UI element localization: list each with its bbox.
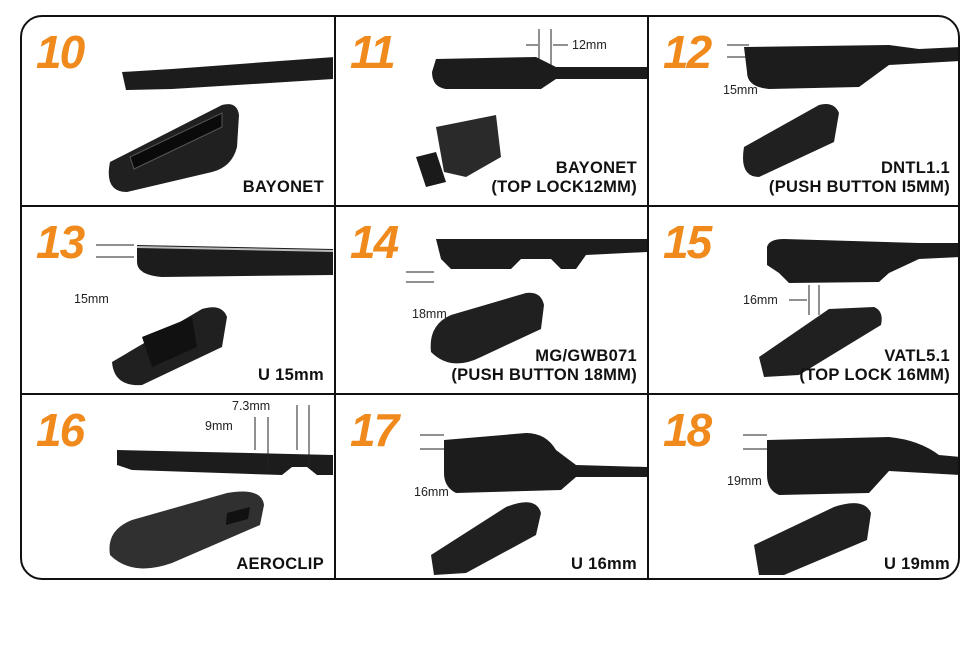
item-number: 14 xyxy=(350,216,399,268)
wiper-arm-image xyxy=(406,239,647,364)
item-caption: U 15mm xyxy=(258,366,324,384)
dimension-label: 16mm xyxy=(414,485,449,499)
dimension-label: 19mm xyxy=(727,474,762,488)
item-number: 12 xyxy=(663,26,712,78)
item-caption: BAYONET(TOP LOCK12MM) xyxy=(491,159,637,196)
grid-divider xyxy=(334,17,336,578)
dimension-label: 16mm xyxy=(743,293,778,307)
item-caption: DNTL1.1(PUSH BUTTON I5MM) xyxy=(768,159,950,196)
cell-14: 14 18mm MG/GWB071(PUSH BUTTON 18MM) xyxy=(336,207,647,393)
cell-16: 16 7.3mm 9mm AEROCLIP xyxy=(22,395,334,578)
item-caption: BAYONET xyxy=(242,178,324,196)
wiper-arm-image xyxy=(743,434,958,575)
item-number: 15 xyxy=(663,216,712,268)
dimension-label: 9mm xyxy=(205,419,233,433)
item-number: 11 xyxy=(350,26,396,78)
wiper-arm-image xyxy=(759,239,958,377)
item-number: 18 xyxy=(663,404,712,456)
item-number: 17 xyxy=(350,404,399,456)
grid-divider xyxy=(22,393,958,395)
wiper-arm-image xyxy=(109,405,333,569)
item-number: 16 xyxy=(36,404,85,456)
item-number: 13 xyxy=(36,216,85,268)
cell-15: 15 16mm VATL5.1(TOP LOCK 16MM) xyxy=(649,207,958,393)
dimension-label: 18mm xyxy=(412,307,447,321)
item-caption: VATL5.1(TOP LOCK 16MM) xyxy=(799,347,950,384)
wiper-arm-image xyxy=(727,44,958,177)
dimension-label: 7.3mm xyxy=(232,399,271,413)
item-caption: MG/GWB071(PUSH BUTTON 18MM) xyxy=(451,347,637,384)
item-caption: U 19mm xyxy=(884,555,950,573)
cell-11: 11 12mm BAYONET(TOP LOCK12MM) xyxy=(336,17,647,205)
item-caption: AEROCLIP xyxy=(236,555,324,573)
item-number: 10 xyxy=(36,26,85,78)
wiper-arm-image xyxy=(96,244,333,386)
cell-13: 13 15mm U 15mm xyxy=(22,207,334,393)
grid-divider xyxy=(22,205,958,207)
item-caption: U 16mm xyxy=(571,555,637,573)
wiper-arm-image xyxy=(420,433,647,575)
cell-12: 12 15mm DNTL1.1(PUSH BUTTON I5MM) xyxy=(649,17,958,205)
cell-18: 18 19mm U 19mm xyxy=(649,395,958,578)
cell-10: 10 BAYONET xyxy=(22,17,334,205)
wiper-arm-image xyxy=(108,57,333,192)
dimension-label: 15mm xyxy=(723,83,758,97)
adapter-grid: 10 BAYONET 11 12mm BAYONET(TOP LOCK12MM)… xyxy=(20,15,960,580)
dimension-label: 12mm xyxy=(572,38,607,52)
cell-17: 17 16mm U 16mm xyxy=(336,395,647,578)
grid-divider xyxy=(647,17,649,578)
dimension-label: 15mm xyxy=(74,292,109,306)
wiper-arm-image xyxy=(416,29,647,187)
